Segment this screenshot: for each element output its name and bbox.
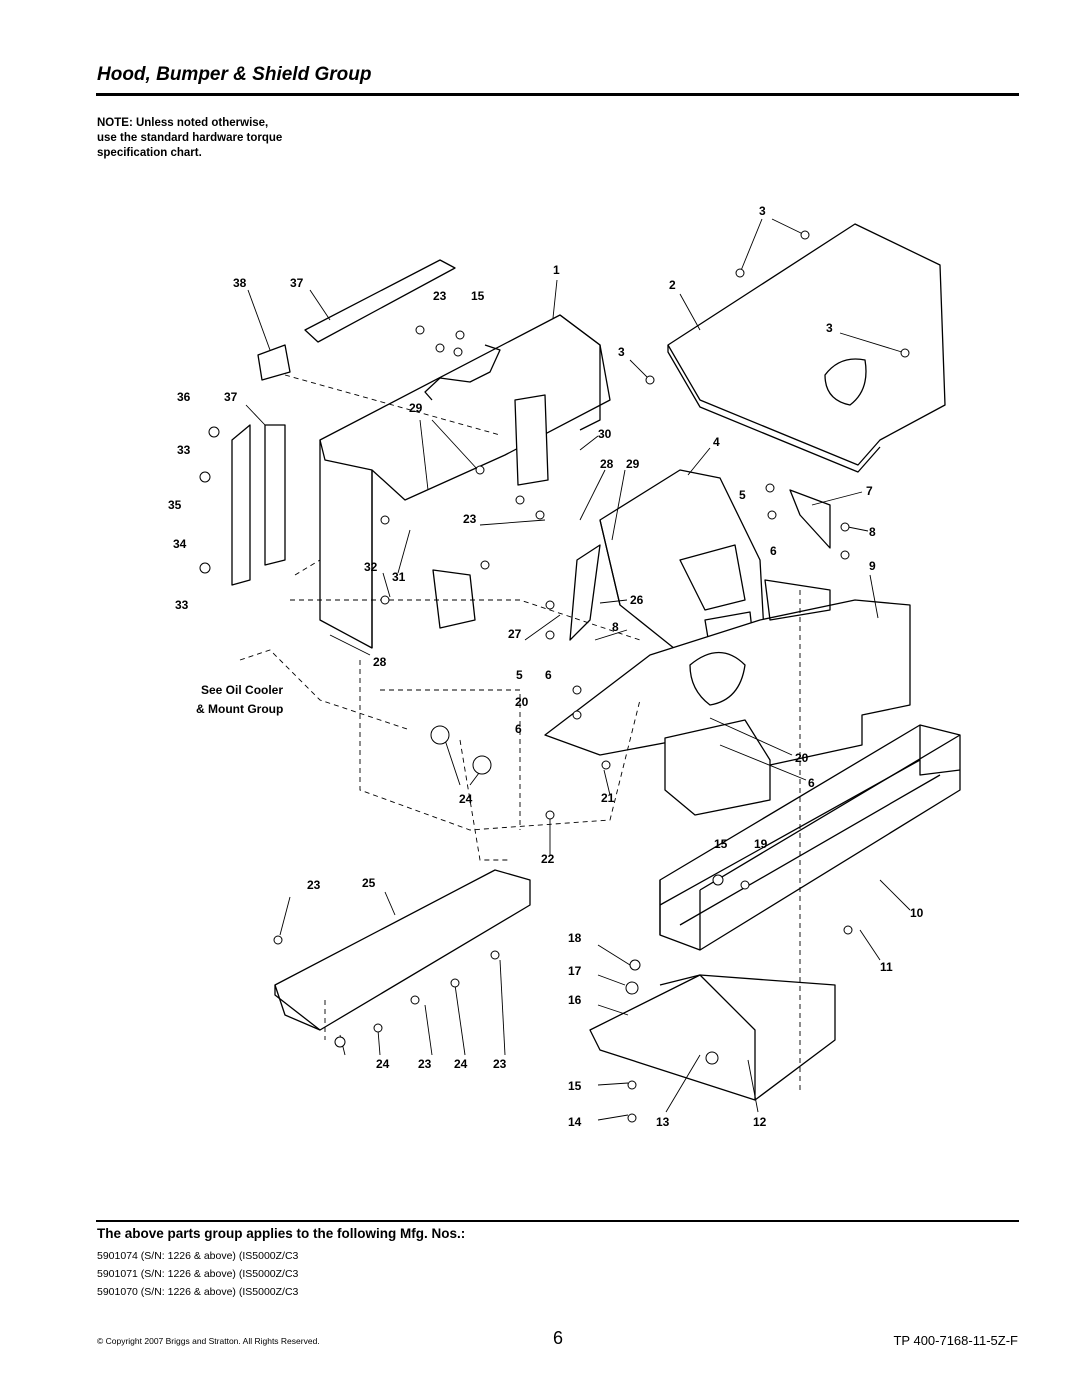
callout-27: 27 bbox=[508, 627, 522, 641]
applies-rule bbox=[96, 1220, 1019, 1222]
callout-36: 36 bbox=[177, 390, 191, 404]
top-trim-strip bbox=[304, 259, 456, 343]
callout-5: 5 bbox=[739, 488, 746, 502]
mfg-number-item: 5901070 (S/N: 1226 & above) (IS5000Z/C3 bbox=[97, 1286, 299, 1298]
callout-31: 31 bbox=[392, 570, 406, 584]
rear-shield bbox=[319, 314, 611, 501]
callout-12: 12 bbox=[753, 1115, 767, 1129]
callout-29: 29 bbox=[626, 457, 640, 471]
callout-18: 18 bbox=[568, 931, 582, 945]
see-oil-cooler-ref-line-1: See Oil Cooler bbox=[201, 683, 283, 697]
callout-11: 11 bbox=[880, 960, 893, 974]
callout-38: 38 bbox=[233, 276, 247, 290]
callout-3: 3 bbox=[826, 321, 833, 335]
exploded-parts-diagram: 3 1 2 38 37 23 15 3 3 36 37 29 30 4 33 2… bbox=[168, 204, 961, 1129]
callout-8: 8 bbox=[612, 620, 619, 634]
callout-6: 6 bbox=[770, 544, 777, 558]
callout-1: 1 bbox=[553, 263, 560, 277]
callout-23: 23 bbox=[418, 1057, 432, 1071]
callout-23: 23 bbox=[493, 1057, 507, 1071]
callout-35: 35 bbox=[168, 498, 182, 512]
callout-28: 28 bbox=[373, 655, 387, 669]
callout-37: 37 bbox=[224, 390, 238, 404]
page-title: Hood, Bumper & Shield Group bbox=[97, 64, 372, 85]
callout-15: 15 bbox=[568, 1079, 582, 1093]
page-number: 6 bbox=[553, 1328, 564, 1348]
callout-20: 20 bbox=[515, 695, 529, 709]
callout-5: 5 bbox=[516, 668, 523, 682]
callout-22: 22 bbox=[541, 852, 555, 866]
callout-3: 3 bbox=[618, 345, 625, 359]
callout-20: 20 bbox=[795, 751, 809, 765]
callout-13: 13 bbox=[656, 1115, 670, 1129]
callout-7: 7 bbox=[866, 484, 873, 498]
callout-2: 2 bbox=[669, 278, 676, 292]
mfg-number-item: 5901074 (S/N: 1226 & above) (IS5000Z/C3 bbox=[97, 1250, 299, 1262]
callout-24: 24 bbox=[459, 792, 473, 806]
copyright-notice: © Copyright 2007 Briggs and Stratton. Al… bbox=[97, 1336, 320, 1346]
callout-9: 9 bbox=[869, 559, 876, 573]
callout-33: 33 bbox=[177, 443, 191, 457]
callout-23: 23 bbox=[463, 512, 477, 526]
callout-4: 4 bbox=[713, 435, 720, 449]
callout-8: 8 bbox=[869, 525, 876, 539]
callout-33: 33 bbox=[175, 598, 189, 612]
torque-note: NOTE: Unless noted otherwise, use the st… bbox=[97, 116, 357, 161]
callout-26: 26 bbox=[630, 593, 644, 607]
applies-heading: The above parts group applies to the fol… bbox=[97, 1226, 466, 1241]
callout-30: 30 bbox=[598, 427, 612, 441]
callout-24: 24 bbox=[376, 1057, 390, 1071]
callout-24: 24 bbox=[454, 1057, 468, 1071]
callout-16: 16 bbox=[568, 993, 582, 1007]
callout-34: 34 bbox=[173, 537, 187, 551]
front-shield-lower bbox=[274, 869, 531, 1031]
callout-10: 10 bbox=[910, 906, 924, 920]
callout-17: 17 bbox=[568, 964, 582, 978]
callout-25: 25 bbox=[362, 876, 376, 890]
callout-21: 21 bbox=[601, 791, 615, 805]
callout-6: 6 bbox=[545, 668, 552, 682]
see-oil-cooler-ref-line-2: & Mount Group bbox=[196, 702, 283, 716]
note-line-2: use the standard hardware torque bbox=[97, 132, 283, 144]
callout-15: 15 bbox=[714, 837, 728, 851]
side-shield-left bbox=[231, 424, 251, 586]
callout-23: 23 bbox=[307, 878, 321, 892]
step-plate bbox=[589, 974, 836, 1101]
callout-29: 29 bbox=[409, 401, 423, 415]
callout-3: 3 bbox=[759, 204, 766, 218]
callout-23: 23 bbox=[433, 289, 447, 303]
mfg-number-item: 5901071 (S/N: 1226 & above) (IS5000Z/C3 bbox=[97, 1268, 299, 1280]
callout-19: 19 bbox=[754, 837, 768, 851]
callout-15: 15 bbox=[471, 289, 485, 303]
callout-37: 37 bbox=[290, 276, 304, 290]
document-code: TP 400-7168-11-5Z-F bbox=[893, 1333, 1018, 1348]
hood-panel bbox=[667, 223, 946, 466]
title-rule bbox=[96, 93, 1019, 96]
callout-14: 14 bbox=[568, 1115, 582, 1129]
callout-6: 6 bbox=[515, 722, 522, 736]
callout-28: 28 bbox=[600, 457, 614, 471]
note-line-3: specification chart. bbox=[97, 147, 202, 159]
callout-6: 6 bbox=[808, 776, 815, 790]
callout-32: 32 bbox=[364, 560, 378, 574]
note-line-1: NOTE: Unless noted otherwise, bbox=[97, 117, 269, 129]
